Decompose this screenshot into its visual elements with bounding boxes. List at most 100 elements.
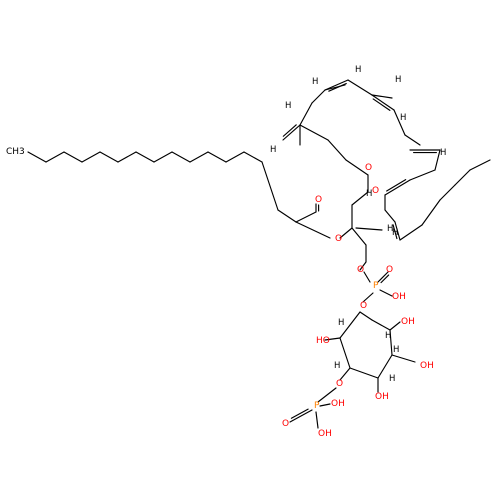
phosphorus-2-oh-bottom: OH	[318, 429, 332, 439]
inositol-ring-bond	[339, 337, 351, 369]
ester-oxygen-sn1: O	[335, 234, 342, 244]
palmitoyl-chain-bond	[277, 209, 297, 223]
phosphate2-bond	[319, 403, 331, 407]
inositol-oh-right: OH	[420, 361, 434, 371]
ring-h-2: H	[385, 331, 391, 341]
carbonyl-c-bond	[295, 211, 317, 223]
inositol-o5: O	[336, 379, 343, 389]
inositol-ring-bond	[371, 319, 391, 331]
carbonyl-oxygen-sn1: O	[315, 195, 322, 205]
phosphorus-1-oxo: O	[386, 265, 393, 275]
alkene-double-bond	[371, 94, 395, 111]
arachidonoyl-bond	[393, 109, 406, 136]
phosphate-double-bond	[380, 274, 390, 284]
inositol-oh-upper: OH	[401, 317, 415, 327]
bond-layer	[27, 79, 491, 429]
palmitoyl-chain-bond	[225, 151, 245, 163]
arachidonoyl-bond	[439, 184, 456, 201]
glycerol-bond	[351, 191, 369, 206]
ring-h-5: H	[334, 361, 340, 371]
phosphate-bond	[362, 292, 374, 303]
arachidonoyl-bond	[434, 149, 441, 171]
inositol-oh-bond	[391, 354, 416, 363]
alkene-double-bond	[324, 79, 349, 91]
ester-bond-sn1	[295, 221, 331, 239]
glycerol-bond	[351, 227, 367, 246]
palmitoyl-chain-bond	[261, 161, 279, 211]
phosphate-bond	[359, 261, 367, 271]
ring-h-4: H	[389, 374, 395, 384]
phosphate-bridge-oxygen: O	[357, 265, 364, 275]
alkene-double-bond	[282, 124, 297, 137]
palmitoyl-chain-bond	[153, 151, 173, 163]
phosphate-bond	[363, 271, 371, 283]
inositol-ring-bond	[339, 311, 361, 339]
inositol-ring-bond	[377, 354, 393, 379]
palmitoyl-chain-bond	[243, 151, 263, 163]
palmitoyl-chain-bond	[63, 151, 83, 163]
arachidonoyl-bond	[299, 124, 329, 141]
inositol-o1: O	[360, 301, 367, 311]
alkene-double-bond	[372, 98, 391, 111]
ester-oxygen-sn2: O	[372, 186, 379, 196]
arachidonoyl-bond	[299, 102, 313, 126]
palmitoyl-chain-bond	[135, 151, 155, 163]
inositol-oh-bond	[389, 321, 401, 331]
palmitoyl-chain-bond	[207, 151, 227, 163]
arachidonoyl-bond	[404, 134, 421, 146]
arachidonoyl-bond	[409, 169, 436, 181]
phosphate2-bond	[317, 387, 337, 403]
alkene-h-3: H	[312, 77, 318, 87]
alkene-double-bond	[386, 178, 407, 192]
arachidonoyl-bond	[347, 79, 373, 96]
carbonyl-oxygen-sn2: O	[365, 163, 372, 173]
glycerol-stereo-h: H	[387, 224, 393, 234]
alkene-h-6: H	[400, 113, 406, 123]
ring-h-1: H	[338, 318, 344, 328]
alkene-h-7: H	[440, 148, 446, 158]
alkene-double-bond	[282, 124, 301, 141]
alkene-h-2: H	[270, 145, 276, 155]
alkene-double-bond	[392, 224, 398, 240]
phosphorus-1: P	[373, 281, 379, 291]
alkene-h-4: H	[355, 65, 361, 75]
alkene-h-8: H	[366, 189, 372, 199]
inositol-ring-bond	[389, 329, 393, 356]
arachidonoyl-bond	[399, 224, 423, 241]
alkene-h-9: H	[392, 228, 398, 238]
palmitoyl-chain-bond	[45, 151, 65, 163]
inositol-ring-bond	[359, 311, 373, 321]
phosphate-bond	[379, 289, 393, 297]
phosphate-double-bond	[377, 271, 389, 283]
alkene-double-bond	[384, 179, 411, 196]
inositol-oh-lower: OH	[375, 392, 389, 402]
inositol-oh-bond	[324, 337, 341, 341]
methyl-label: CH3	[6, 147, 25, 157]
phosphorus-2-oxo: O	[282, 419, 289, 429]
phosphorus-2: P	[314, 401, 320, 411]
palmitoyl-chain-bond	[189, 151, 209, 163]
atom-label-layer: CH3 O O O O H O P O OH O HO OH OH OH O H…	[6, 65, 446, 439]
arachidonoyl-bond	[345, 159, 369, 176]
arachidonoyl-bond	[454, 169, 471, 186]
phosphate2-double-bond	[289, 409, 313, 423]
glycerol-stereo-bond	[355, 227, 383, 231]
alkene-double-bond	[394, 221, 401, 241]
arachidonoyl-bond	[327, 139, 347, 161]
ring-h-3: H	[393, 345, 399, 355]
inositol-o5-bond	[339, 367, 351, 381]
alkene-h-5: H	[395, 75, 401, 85]
alkene-h-1: H	[285, 101, 291, 111]
inositol-ring-bond	[349, 367, 379, 379]
inositol-ho-left: HO	[316, 336, 330, 346]
phosphorus-1-oh: OH	[392, 292, 406, 302]
palmitoyl-chain-bond	[81, 151, 101, 163]
arachidonoyl-bond	[421, 199, 441, 226]
alkene-double-bond	[328, 83, 347, 92]
phosphate2-bond	[315, 411, 319, 429]
palmitoyl-chain-bond	[171, 151, 191, 163]
phosphate2-double-bond	[290, 408, 309, 419]
palmitoyl-chain-bond	[99, 151, 119, 163]
arachidonoyl-bond	[469, 159, 491, 171]
